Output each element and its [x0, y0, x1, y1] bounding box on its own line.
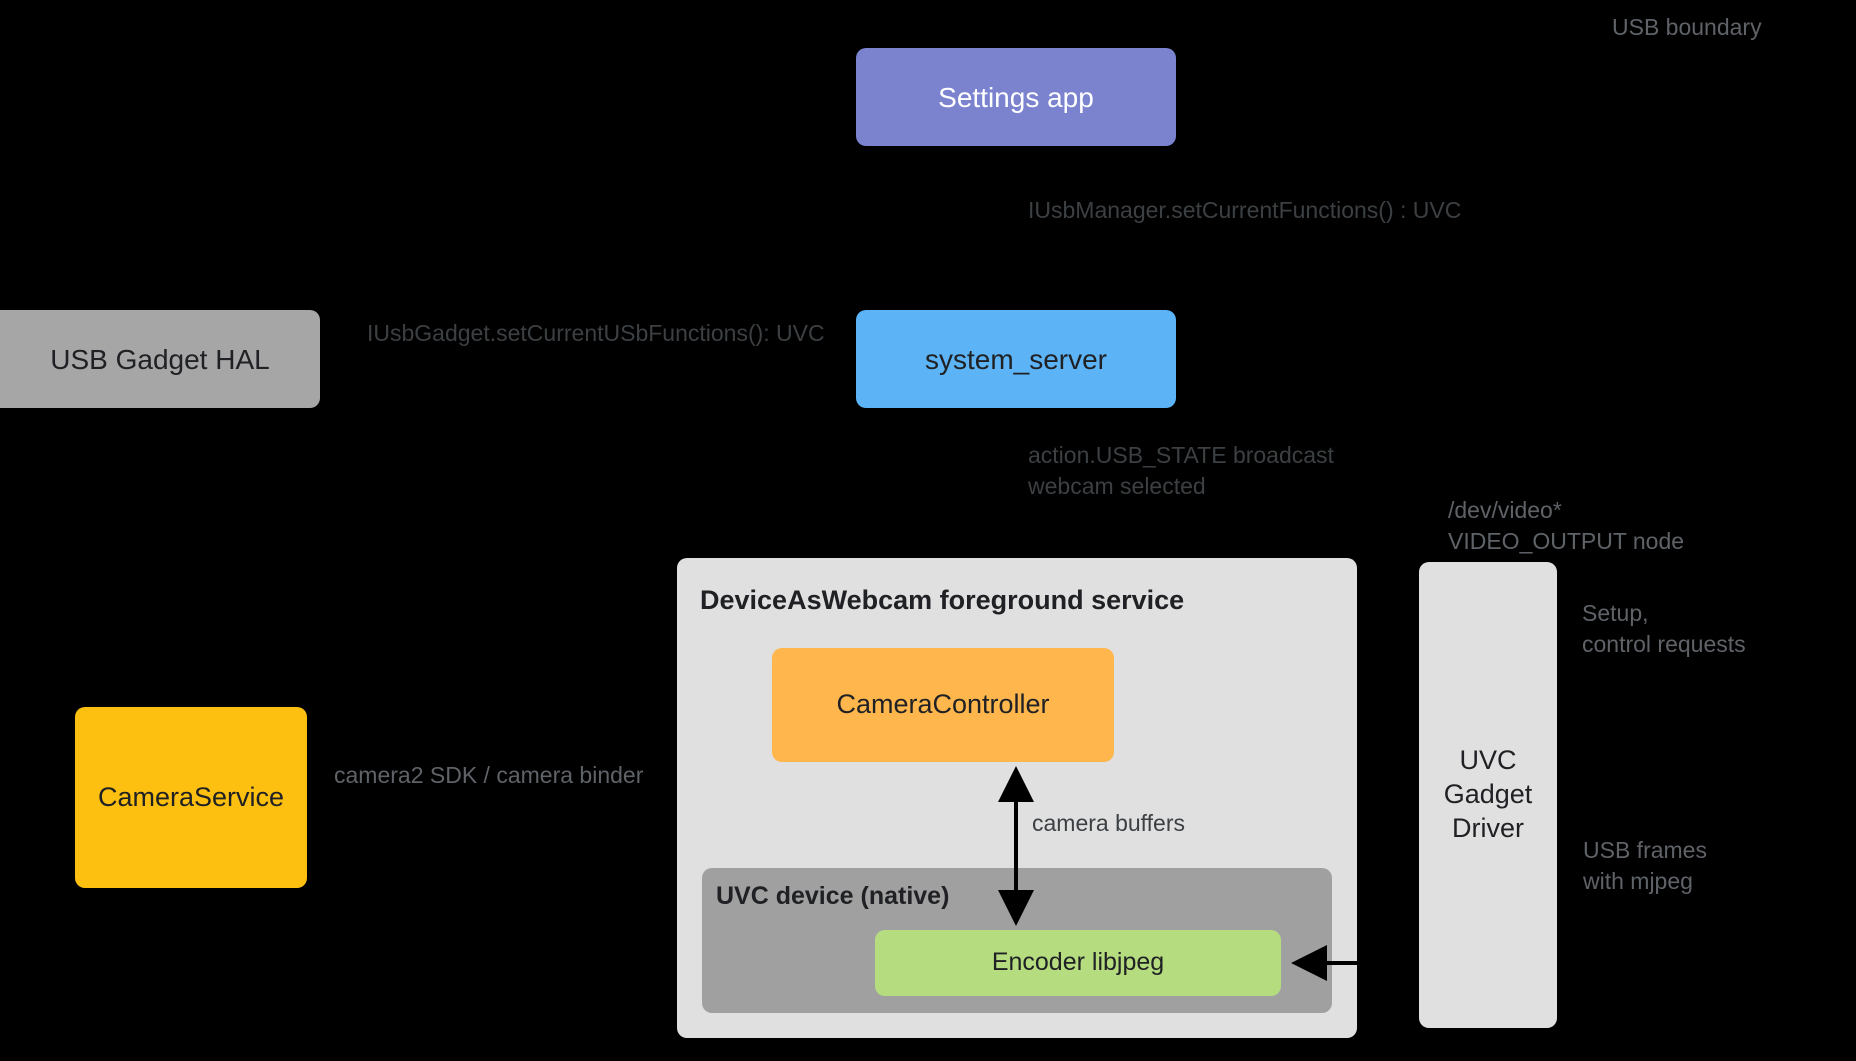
node-encoder-libjpeg[interactable]: Encoder libjpeg: [875, 930, 1281, 996]
node-camera-controller[interactable]: CameraController: [772, 648, 1114, 762]
node-usb-gadget-hal[interactable]: USB Gadget HAL: [0, 310, 320, 408]
label-iusbmanager-call: IUsbManager.setCurrentFunctions() : UVC: [1028, 197, 1462, 223]
node-settings-app[interactable]: Settings app: [856, 48, 1176, 146]
label-setup-control-requests: Setup, control requests: [1582, 600, 1746, 658]
label-dev-video-node: /dev/video* VIDEO_OUTPUT node: [1448, 497, 1685, 555]
node-uvc-gadget-driver[interactable]: UVC Gadget Driver: [1419, 562, 1557, 1028]
label-camera2-sdk-binder: camera2 SDK / camera binder: [334, 762, 644, 788]
node-camera-service[interactable]: CameraService: [75, 707, 307, 888]
label-usb-boundary: USB boundary: [1612, 14, 1762, 40]
label-usb-state-broadcast: action.USB_STATE broadcast webcam select…: [1028, 442, 1334, 500]
node-system-server[interactable]: system_server: [856, 310, 1176, 408]
uvc-device-native-title: UVC device (native): [716, 882, 950, 910]
label-iusbgadget-call: IUsbGadget.setCurrentUSbFunctions(): UVC: [367, 320, 825, 346]
deviceaswebcam-service-title: DeviceAsWebcam foreground service: [700, 585, 1185, 615]
label-usb-frames-mjpeg: USB frames with mjpeg: [1583, 837, 1707, 895]
label-camera-buffers: camera buffers: [1032, 810, 1185, 836]
